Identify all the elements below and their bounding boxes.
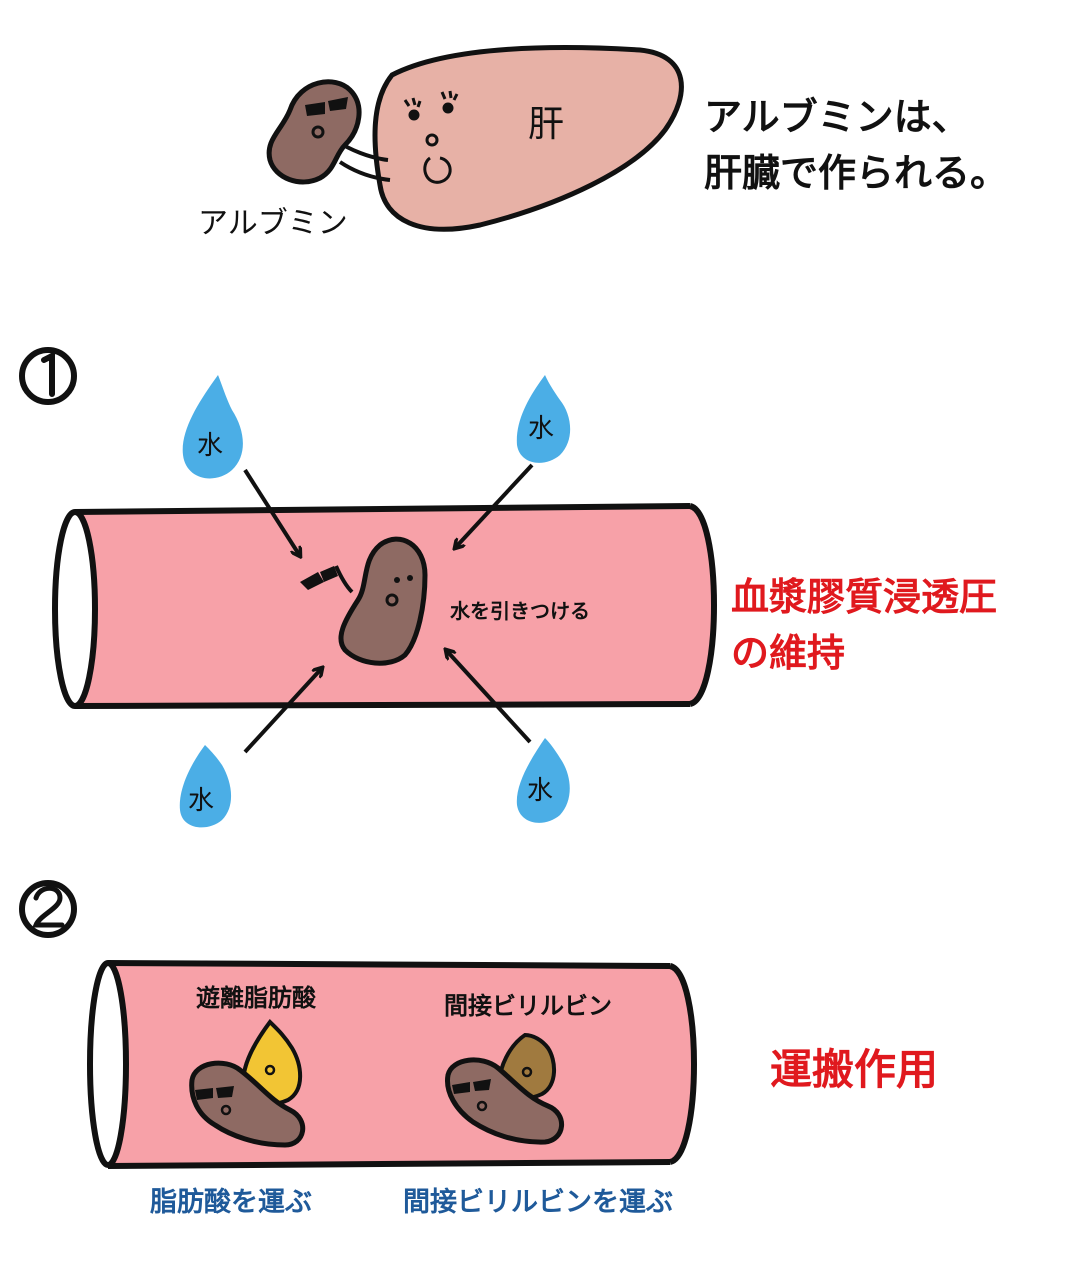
fatty-acid-title: 遊離脂肪酸 (196, 984, 316, 1012)
bilirubin-title: 間接ビリルビン (444, 992, 612, 1020)
albumin-with-fatty-acid (189, 1060, 306, 1148)
albumin-with-bilirubin (445, 1057, 565, 1145)
water-label-4: 水 (527, 776, 554, 806)
fatty-acid-caption: 脂肪酸を運ぶ (150, 1187, 312, 1218)
attract-water-text: 水を引きつける (450, 599, 590, 623)
water-drop-2 (516, 375, 571, 463)
arrow-4 (446, 650, 532, 744)
sunglasses-icon (452, 1079, 491, 1094)
sunglasses-icon (300, 566, 338, 590)
liver-label: 肝 (528, 104, 565, 145)
arrow-3 (243, 668, 322, 754)
section2-result: 運搬作用 (770, 1045, 939, 1094)
liver-mouth (423, 156, 452, 184)
arrow-2 (455, 463, 534, 548)
section1-result-line-2: の維持 (731, 631, 846, 675)
water-drop-4 (516, 738, 570, 823)
sunglasses-icon (195, 1086, 234, 1100)
water-drop-3 (179, 745, 232, 828)
sunglasses-icon (305, 97, 348, 116)
water-drop-1 (182, 375, 243, 479)
water-label-2: 水 (528, 414, 555, 444)
liver-character (333, 45, 684, 232)
liver-eyes (403, 90, 459, 121)
section2-number-circle (19, 880, 77, 938)
albumin-label: アルブミン (198, 206, 348, 241)
arrow-1 (243, 468, 300, 556)
section1-number-circle (19, 347, 77, 405)
section1-result-line-1: 血漿膠質浸透圧 (731, 575, 998, 619)
albumin-character-top (266, 79, 362, 185)
water-label-3: 水 (188, 786, 215, 816)
bilirubin-caption: 間接ビリルビンを運ぶ (403, 1187, 673, 1218)
water-label-1: 水 (197, 431, 224, 461)
caption-line-2: 肝臓で作られる。 (704, 151, 1009, 195)
albumin-character-center (300, 536, 428, 666)
caption-line-1: アルブミンは、 (704, 95, 970, 139)
